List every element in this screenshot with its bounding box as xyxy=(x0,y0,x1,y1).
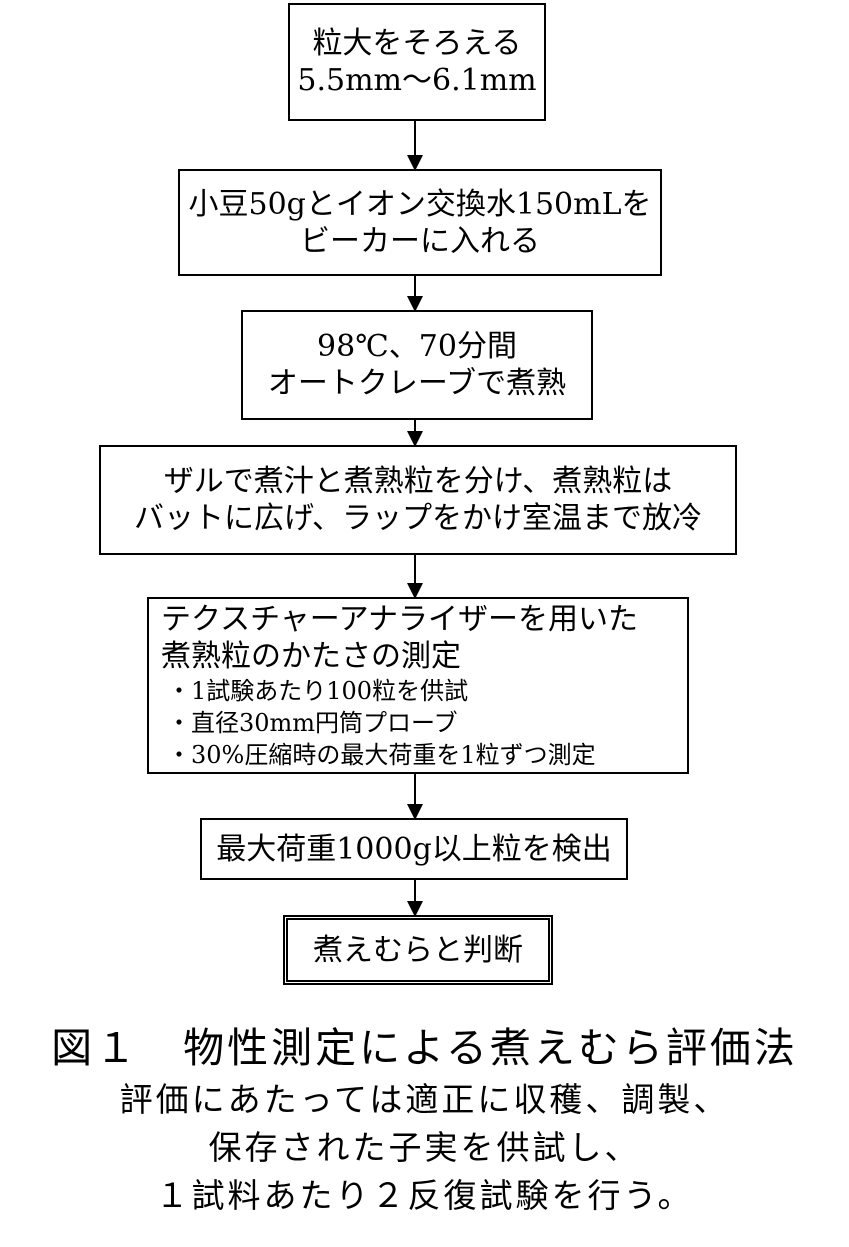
step-5-bullet-3: ・30%圧縮時の最大荷重を1粒ずつ測定 xyxy=(167,740,596,769)
arrow-4 xyxy=(407,555,423,599)
result-box: 煮えむらと判断 xyxy=(283,915,553,985)
caption-note-3: １試料あたり２反復試験を行う。 xyxy=(155,1176,694,1215)
step-5-box: テクスチャーアナライザーを用いた 煮熟粒のかたさの測定 ・1試験あたり100粒を… xyxy=(147,597,689,774)
step-5-line-2: 煮熟粒のかたさの測定 xyxy=(161,638,461,674)
step-4-box: ザルで煮汁と煮熟粒を分け、煮熟粒は バットに広げ、ラップをかけ室温まで放冷 xyxy=(99,445,737,555)
step-5-bullet-1: ・1試験あたり100粒を供試 xyxy=(167,676,469,705)
figure-caption-title: 図１ 物性測定による煮えむら評価法 xyxy=(51,1024,798,1072)
caption-note-1: 評価にあたっては適正に収穫、調製、 xyxy=(119,1080,730,1119)
step-2-line-2: ビーカーに入れる xyxy=(300,223,540,259)
result-label: 煮えむらと判断 xyxy=(313,932,523,968)
arrow-1 xyxy=(407,121,423,171)
arrow-3 xyxy=(407,420,423,447)
step-1-line-2: 5.5mm〜6.1mm xyxy=(297,63,537,98)
arrow-2 xyxy=(407,276,423,312)
step-4-line-1: ザルで煮汁と煮熟粒を分け、煮熟粒は xyxy=(163,464,673,499)
step-1-line-1: 粒大をそろえる xyxy=(312,26,522,61)
step-2-line-1: 小豆50gとイオン交換水150mLを xyxy=(188,186,652,222)
step-1-box: 粒大をそろえる 5.5mm〜6.1mm xyxy=(288,3,546,121)
step-6-box: 最大荷重1000g以上粒を検出 xyxy=(200,818,628,880)
step-3-line-1: 98℃、70分間 xyxy=(317,329,517,364)
step-5-line-1: テクスチャーアナライザーを用いた xyxy=(161,601,638,637)
step-6-line-1: 最大荷重1000g以上粒を検出 xyxy=(216,831,612,867)
step-4-line-2: バットに広げ、ラップをかけ室温まで放冷 xyxy=(134,501,702,536)
arrow-5 xyxy=(407,774,423,820)
caption-note-2: 保存された子実を供試し、 xyxy=(208,1128,641,1167)
step-5-bullet-2: ・直径30mm円筒プローブ xyxy=(167,708,458,737)
step-3-box: 98℃、70分間 オートクレーブで煮熟 xyxy=(241,310,593,420)
step-3-line-2: オートクレーブで煮熟 xyxy=(267,366,567,401)
arrow-6 xyxy=(407,880,423,917)
step-2-box: 小豆50gとイオン交換水150mLを ビーカーに入れる xyxy=(178,169,662,276)
